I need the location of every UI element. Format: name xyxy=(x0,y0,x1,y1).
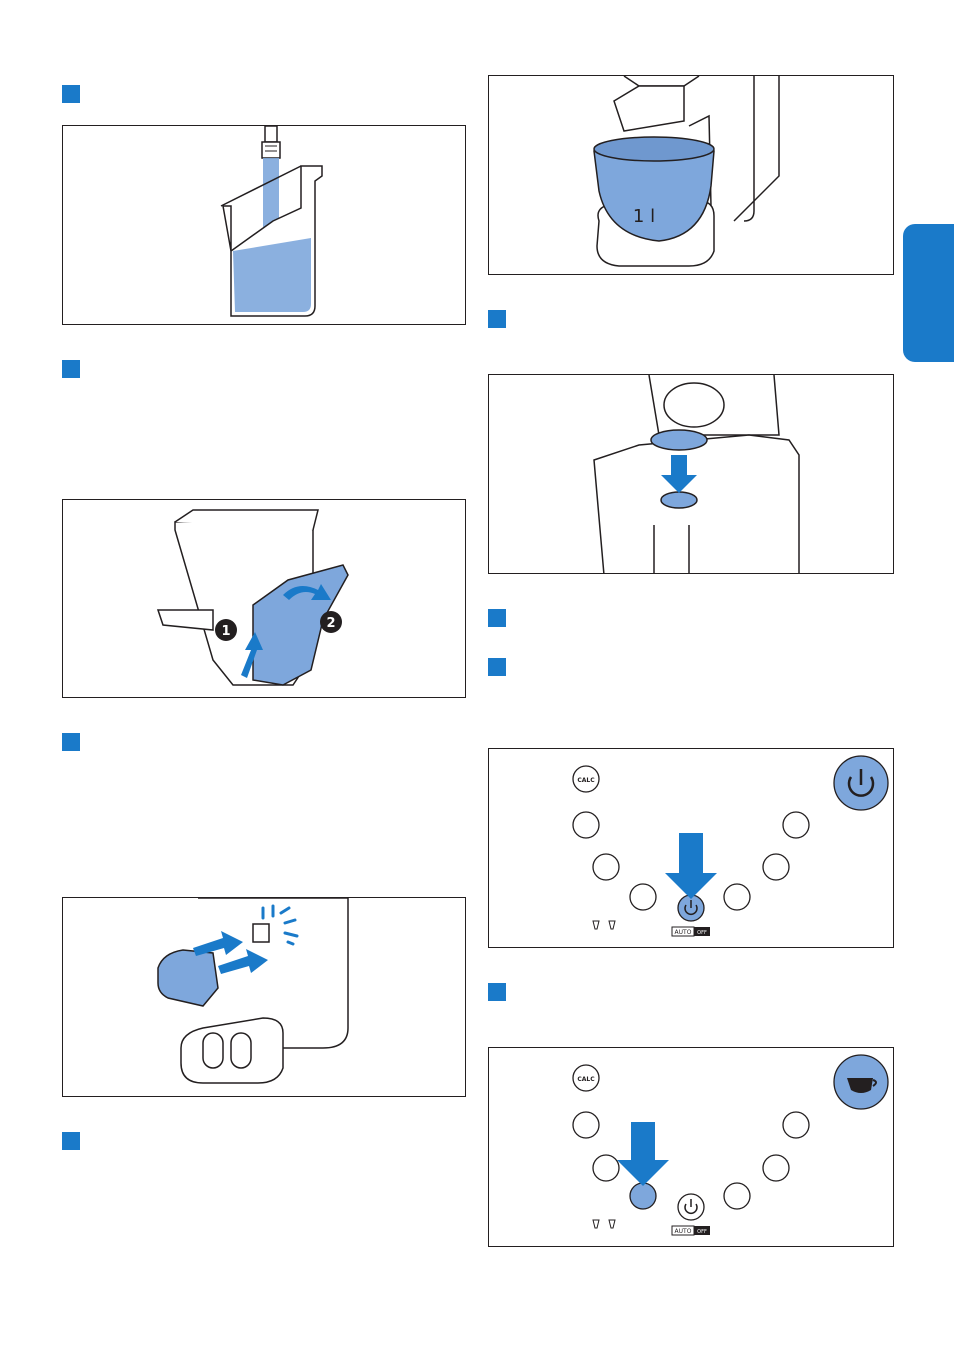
step-marker xyxy=(62,1132,80,1150)
callout-2: 2 xyxy=(326,616,335,631)
calc-icon-2: CALC xyxy=(577,1076,595,1083)
language-tab xyxy=(903,224,954,362)
step-marker xyxy=(488,609,506,627)
illustration-insert-tank: 1 2 xyxy=(62,499,466,698)
step-marker xyxy=(62,360,80,378)
off-label: OFF xyxy=(697,930,707,936)
auto-label-2: AUTO xyxy=(675,1228,692,1235)
step-marker xyxy=(488,310,506,328)
calc-icon: CALC xyxy=(577,777,595,784)
illustration-attach-milk-container xyxy=(62,897,466,1097)
callout-1: 1 xyxy=(221,624,230,639)
illustration-insert-pod-holder xyxy=(488,374,894,574)
step-marker xyxy=(488,983,506,1001)
auto-label: AUTO xyxy=(675,929,692,936)
step-marker xyxy=(488,658,506,676)
off-label-2: OFF xyxy=(697,1229,707,1235)
illustration-fill-water-tank xyxy=(62,125,466,325)
step-marker xyxy=(62,733,80,751)
control-panel-coffee: CALC AUTO OFF xyxy=(488,1047,894,1247)
measuring-cup-label: 1 l xyxy=(633,206,655,227)
step-marker xyxy=(62,85,80,103)
illustration-place-measuring-cup: 1 l xyxy=(488,75,894,275)
faucet-icon xyxy=(262,126,280,158)
control-panel-power: CALC AUTO OFF xyxy=(488,748,894,948)
